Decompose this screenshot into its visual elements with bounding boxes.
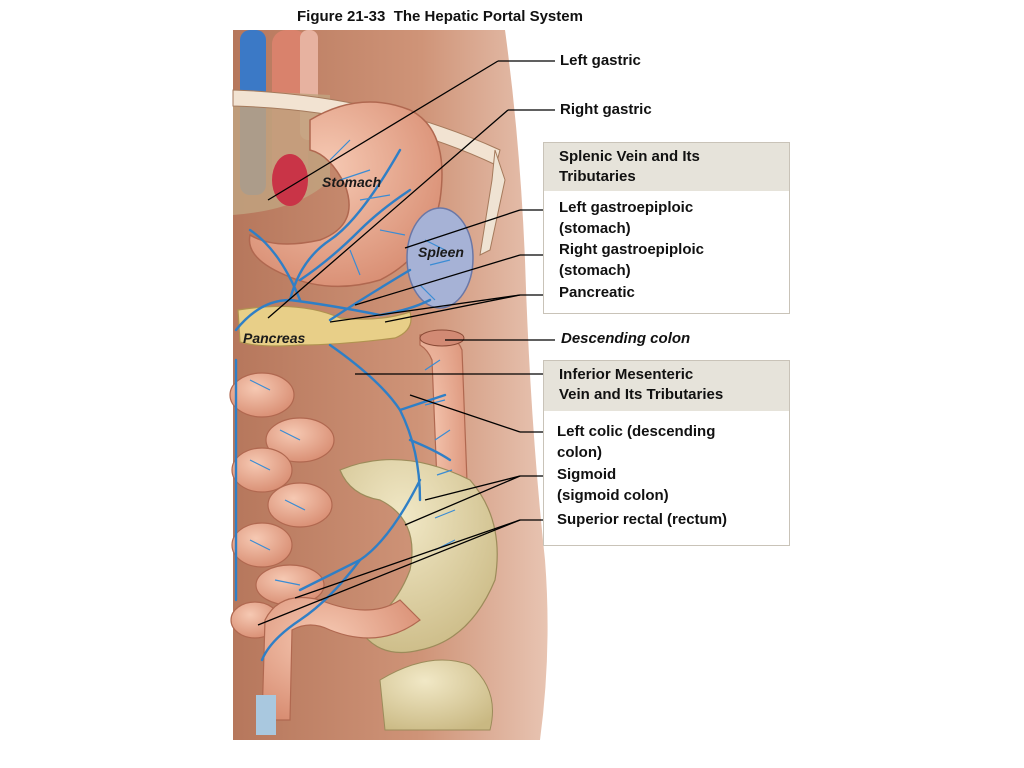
splenic-vein-box: Splenic Vein and Its Tributaries — [543, 142, 790, 314]
label-right-gastric: Right gastric — [560, 101, 652, 118]
femur-head — [379, 659, 493, 731]
rectum-blue — [256, 695, 276, 735]
label-left-colic-line1: Left colic (descending — [557, 423, 716, 440]
label-left-gastroepiploic-line2: (stomach) — [559, 220, 631, 237]
colon-cut-end — [419, 329, 465, 347]
label-left-gastroepiploic-line1: Left gastroepiploic — [559, 199, 694, 216]
inferior-mesenteric-header-text: Inferior Mesenteric Vein and Its Tributa… — [559, 366, 724, 403]
minor-veins — [249, 139, 456, 586]
label-sigmoid-line1: Sigmoid — [557, 466, 617, 483]
stomach-label: Stomach — [322, 174, 382, 190]
label-sigmoid-line2: (sigmoid colon) — [557, 487, 669, 504]
label-descending-colon: Descending colon — [561, 330, 691, 347]
label-right-gastroepiploic-line2: (stomach) — [559, 262, 631, 279]
label-left-colic-line2: colon) — [557, 444, 602, 461]
spleen-label: Spleen — [418, 244, 464, 260]
inferior-mesenteric-box: Inferior Mesenteric Vein and Its Tributa… — [543, 360, 790, 546]
celiac-vessel — [272, 154, 308, 206]
pancreas-shape — [237, 305, 412, 347]
splenic-vein-header: Splenic Vein and Its Tributaries — [544, 143, 789, 191]
stomach-shape — [248, 101, 443, 288]
label-right-gastroepiploic-line1: Right gastroepiploic — [559, 241, 705, 258]
label-pancreatic: Pancreatic — [559, 284, 635, 301]
label-left-gastric: Left gastric — [560, 52, 641, 69]
pancreas-label: Pancreas — [243, 330, 306, 346]
leader-lines — [257, 60, 555, 626]
rib-cartilage — [479, 149, 506, 256]
portal-veins — [234, 148, 452, 662]
label-superior-rectal: Superior rectal (rectum) — [557, 511, 728, 528]
figure-title: Figure 21-33 The Hepatic Portal System — [297, 8, 583, 25]
small-intestine — [229, 372, 335, 639]
splenic-vein-header-text: Splenic Vein and Its Tributaries — [559, 148, 700, 185]
inferior-mesenteric-header: Inferior Mesenteric Vein and Its Tributa… — [544, 361, 789, 411]
spleen-shape — [406, 207, 474, 309]
